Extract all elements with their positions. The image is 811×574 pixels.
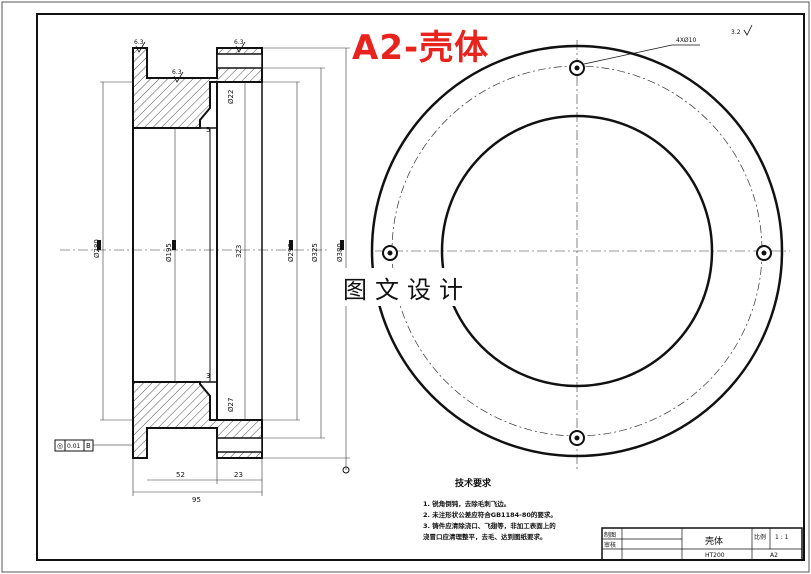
dim-text: 3 (206, 372, 210, 380)
tb-scale-label: 比例 (754, 533, 766, 541)
tol-datum: B (86, 442, 91, 450)
dim-text: Ø325 (311, 243, 319, 262)
watermark-label: 图文设计 (330, 268, 484, 306)
drawing-frame (36, 13, 805, 561)
horizontal-dimension-texts: 52 23 95 (176, 471, 243, 504)
hole-callout: 4XØ10 (676, 37, 696, 44)
drawing-title: A2-壳体 (352, 28, 490, 68)
front-view: 4XØ10 3.2 (370, 24, 790, 470)
vertical-dimension-lines (100, 47, 350, 470)
corner-roughness-label: 3.2 (731, 29, 741, 36)
dimension-markers (97, 240, 344, 250)
hole-leader (583, 44, 673, 65)
roughness-value: 6.3 (134, 39, 144, 46)
datum-circle (342, 466, 350, 474)
title-block-texts: 制图 审核 壳体 比例 1 : 1 HT200 A2 (604, 531, 789, 559)
dim-text: 323 (235, 245, 243, 258)
tol-value: 0.01 (67, 443, 81, 450)
tech-note-item: 浇冒口应清理整平，去毛、达到图纸要求。 (423, 533, 547, 541)
dim-text: Ø22 (227, 90, 235, 104)
title-block (601, 527, 803, 561)
horizontal-dimension-lines (132, 458, 263, 496)
tb-row-label: 制图 (604, 531, 616, 539)
dim-text: 95 (192, 496, 201, 504)
roughness-value: 6.3 (234, 39, 244, 46)
roughness-value: 6.3 (172, 69, 182, 76)
tech-note-item: 2. 未注形状公差应符合GB1184-80的要求。 (423, 511, 557, 519)
tech-note-item: 3. 铸件应清除浇口、飞翅等，非加工表面上的 (423, 522, 556, 530)
dim-text: Ø27 (227, 398, 235, 412)
tech-notes: 技术要求 1. 锐角倒钝，去除毛刺飞边。 2. 未注形状公差应符合GB1184-… (423, 476, 613, 543)
roughness-marks: 6.3 6.3 6.3 (134, 39, 246, 83)
tb-material: HT200 (705, 552, 725, 559)
dim-text: 52 (176, 471, 185, 479)
tol-symbol: ◎ (57, 442, 63, 450)
tolerance-frame: ◎ 0.01 B (54, 439, 133, 452)
dim-text: Ø195 (165, 243, 173, 262)
section-view: Ø280 Ø195 323 Ø290 Ø325 Ø380 Ø22 Ø27 5 3 (54, 39, 350, 504)
dim-text: 5 (206, 126, 210, 134)
dim-text: Ø380 (336, 243, 344, 262)
dim-text: 23 (234, 471, 243, 479)
bottom-bolt-slot (216, 437, 263, 453)
top-bolt-slot (216, 53, 263, 69)
tb-row-label: 审核 (604, 541, 616, 549)
vertical-dimension-texts: Ø280 Ø195 323 Ø290 Ø325 Ø380 Ø22 Ø27 5 3 (93, 90, 344, 412)
tech-notes-title: 技术要求 (455, 479, 492, 489)
tb-part-name: 壳体 (705, 535, 723, 547)
tb-sheet-format: A2 (770, 552, 778, 559)
bolt-holes (382, 60, 772, 446)
tech-note-item: 1. 锐角倒钝，去除毛刺飞边。 (423, 500, 511, 508)
outer-circle (370, 44, 784, 458)
dim-text: Ø290 (287, 243, 295, 262)
roughness-icon (743, 24, 753, 36)
tb-scale-value: 1 : 1 (775, 534, 789, 541)
bore-circle (440, 114, 714, 388)
